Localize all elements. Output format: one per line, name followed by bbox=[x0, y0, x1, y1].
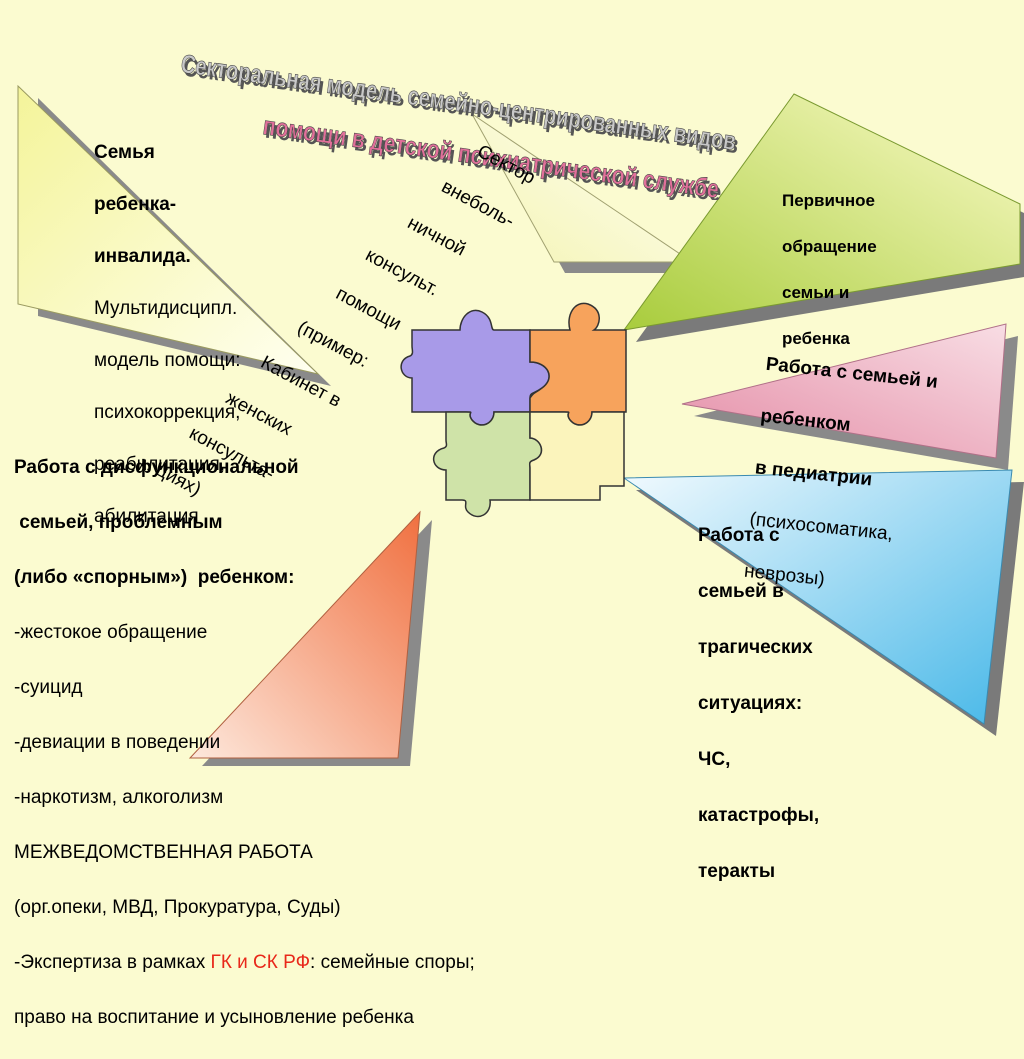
title-banner: Секторальная модель семейно-центрированн… bbox=[179, 48, 741, 200]
sector-primary-text: Первичное обращение семьи и ребенка bbox=[782, 166, 877, 373]
disabled-body-4: реабилитация, bbox=[94, 454, 226, 475]
dysfunctional-heading-3: (либо «спорным») ребенком: bbox=[14, 566, 295, 588]
dysfunctional-item-3: -девиации в поведении bbox=[14, 731, 221, 753]
disabled-body-3: психокоррекция, bbox=[94, 402, 241, 423]
primary-line-4: ребенка bbox=[782, 329, 850, 348]
dysfunctional-item-1: -жестокое обращение bbox=[14, 621, 208, 643]
expertise-suffix: : семейные споры; bbox=[310, 951, 475, 973]
tragic-line-7: теракты bbox=[698, 861, 776, 882]
sector-tragic-text: Работа с семьей в трагических ситуациях:… bbox=[698, 494, 819, 914]
puzzle-piece-orange bbox=[529, 302, 627, 426]
dysfunctional-item-5: МЕЖВЕДОМСТВЕННАЯ РАБОТА bbox=[14, 841, 313, 863]
disabled-heading-3: инвалида. bbox=[94, 246, 191, 267]
tragic-line-3: трагических bbox=[698, 637, 813, 658]
pediatrics-line-3: в педиатрии bbox=[754, 457, 874, 491]
sector-tragic-shape bbox=[622, 469, 1013, 725]
dysfunctional-heading-1: Работа с дисфункциональной bbox=[14, 456, 299, 478]
dysfunctional-heading-2: семьей, проблемным bbox=[14, 511, 223, 533]
tragic-line-5: ЧС, bbox=[698, 749, 731, 770]
puzzle-center bbox=[400, 302, 627, 518]
sector-disabled-text: Семья ребенка- инвалида. Мультидисципл. … bbox=[94, 114, 241, 556]
sector-dysfunctional-text: Работа с дисфункциональной семьей, пробл… bbox=[14, 426, 475, 1059]
sector-disabled-shape-face bbox=[17, 84, 320, 375]
tragic-line-4: ситуациях: bbox=[698, 693, 803, 714]
dysfunctional-item-6: (орг.опеки, МВД, Прокуратура, Суды) bbox=[14, 896, 341, 918]
sector-primary-shape bbox=[622, 93, 1021, 331]
disabled-heading-1: Семья bbox=[94, 142, 155, 163]
tragic-line-6: катастрофы, bbox=[698, 805, 820, 826]
dysfunctional-item-2: -суицид bbox=[14, 676, 83, 698]
primary-line-1: Первичное bbox=[782, 191, 875, 210]
tragic-line-2: семьей в bbox=[698, 581, 784, 602]
law-codes-highlight: ГК и СК РФ bbox=[210, 951, 311, 973]
tragic-line-1: Работа с bbox=[698, 525, 780, 546]
pediatrics-line-1: Работа с семьей и bbox=[764, 353, 939, 393]
primary-line-2: обращение bbox=[782, 237, 877, 256]
disabled-heading-2: ребенка- bbox=[94, 194, 177, 215]
slide: Секторальная модель семейно-центрированн… bbox=[14, 48, 1024, 1028]
puzzle-piece-cream bbox=[528, 411, 625, 501]
sector-pediatrics-shape bbox=[681, 323, 1007, 459]
disabled-body-2: модель помощи: bbox=[94, 350, 241, 371]
primary-line-3: семьи и bbox=[782, 283, 850, 302]
dysfunctional-item-8: право на воспитание и усыновление ребенк… bbox=[14, 1006, 414, 1028]
dysfunctional-item-7: -Экспертиза в рамках ГК и СК РФ: семейны… bbox=[14, 949, 475, 977]
diagram-shapes bbox=[17, 84, 1024, 766]
sector-dysfunctional-shape bbox=[188, 510, 421, 759]
expertise-prefix: -Экспертиза в рамках bbox=[14, 951, 211, 973]
disabled-body-5: абилитация bbox=[94, 506, 199, 527]
dysfunctional-item-4: -наркотизм, алкоголизм bbox=[14, 786, 224, 808]
sector-outpatient-shape bbox=[471, 113, 694, 263]
pediatrics-line-2: ребенком bbox=[759, 405, 852, 436]
disabled-body-1: Мультидисципл. bbox=[94, 298, 238, 319]
